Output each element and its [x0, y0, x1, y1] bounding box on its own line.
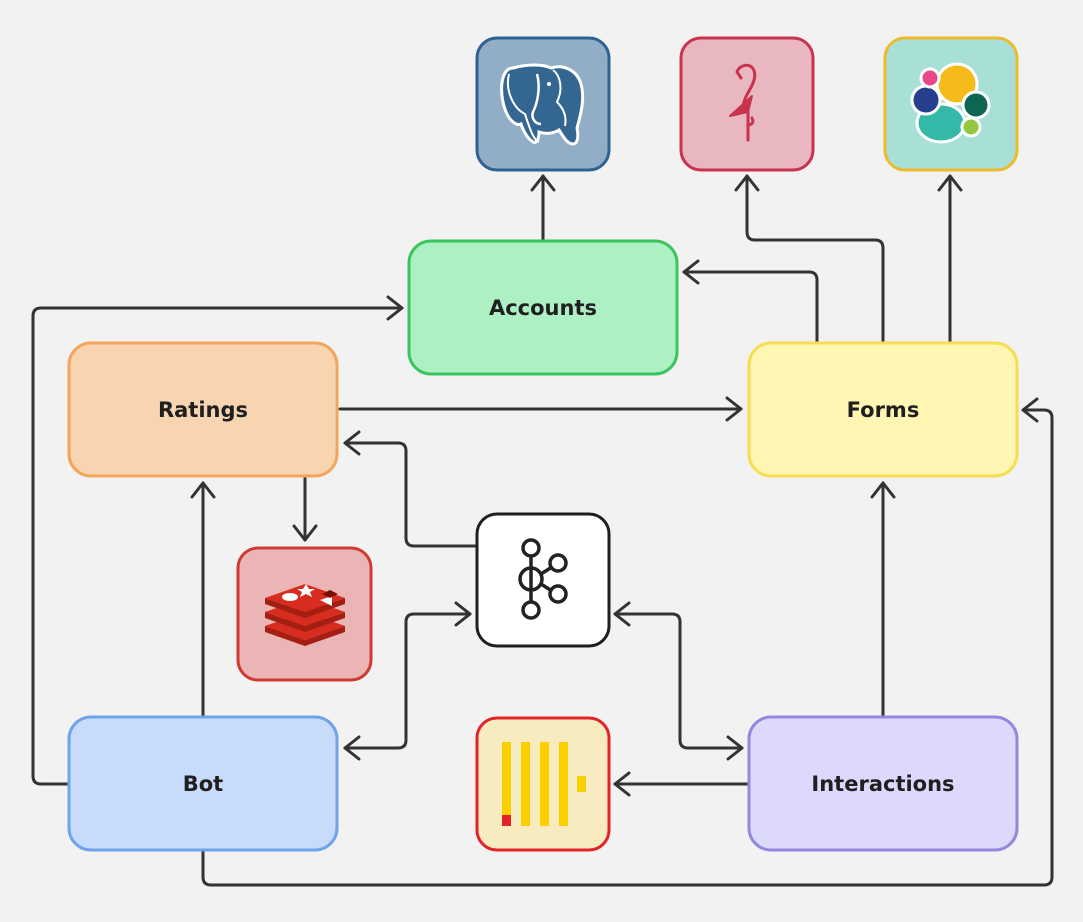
edge-forms-to-flamingo	[745, 174, 885, 344]
arrowhead	[613, 771, 631, 797]
arrowhead	[454, 601, 472, 627]
edge-bot-kafka	[343, 612, 472, 750]
node-bot-label: Bot	[183, 772, 223, 796]
arrowhead	[190, 481, 216, 499]
node-accounts[interactable]: Accounts	[407, 239, 679, 376]
kafka-nodes-icon	[518, 538, 568, 620]
node-ratings-box	[67, 341, 339, 478]
tile-elastic[interactable]	[883, 36, 1019, 172]
arrowhead	[870, 481, 896, 499]
node-forms-box	[747, 341, 1019, 478]
node-forms-label: Forms	[847, 398, 920, 422]
tile-kafka[interactable]	[475, 512, 611, 648]
arrowhead	[734, 174, 760, 192]
arrowhead	[937, 174, 963, 192]
redis-stack-icon	[265, 584, 345, 646]
node-accounts-label: Accounts	[489, 296, 597, 320]
arrowhead	[386, 295, 404, 321]
clickhouse-bars-icon	[502, 742, 586, 826]
arrowhead	[530, 174, 556, 192]
edge-kafka-to-ratings	[343, 441, 477, 548]
node-interactions-label: Interactions	[811, 772, 954, 796]
tile-clickhouse[interactable]	[475, 716, 611, 852]
node-interactions[interactable]: Interactions	[747, 715, 1019, 852]
tile-postgres[interactable]	[475, 36, 611, 172]
tile-flamingo[interactable]	[679, 36, 815, 172]
arrowhead	[292, 524, 318, 542]
node-ratings-label: Ratings	[158, 398, 248, 422]
arrowhead	[726, 735, 744, 761]
edge-bot-to-accounts	[31, 306, 404, 786]
tile-redis[interactable]	[236, 546, 373, 682]
arrowhead	[1021, 397, 1039, 423]
elasticsearch-blobs-icon	[910, 62, 991, 144]
edge-bot-to-forms	[201, 408, 1054, 887]
arrowhead	[682, 259, 700, 285]
node-bot-box	[67, 715, 339, 852]
node-accounts-box	[407, 239, 679, 376]
arrowhead	[725, 396, 743, 422]
node-interactions-box	[747, 715, 1019, 852]
arrowhead	[613, 601, 631, 627]
postgresql-elephant-icon	[500, 63, 585, 146]
node-forms[interactable]: Forms	[747, 341, 1019, 478]
flamingo-bird-icon	[729, 63, 757, 142]
edge-interactions-kafka	[613, 612, 744, 750]
edges	[31, 174, 1054, 887]
arrowhead	[343, 735, 361, 761]
arrowhead	[343, 430, 361, 456]
node-ratings[interactable]: Ratings	[67, 341, 339, 478]
edge-forms-to-accounts	[682, 270, 819, 344]
node-bot[interactable]: Bot	[67, 715, 339, 852]
